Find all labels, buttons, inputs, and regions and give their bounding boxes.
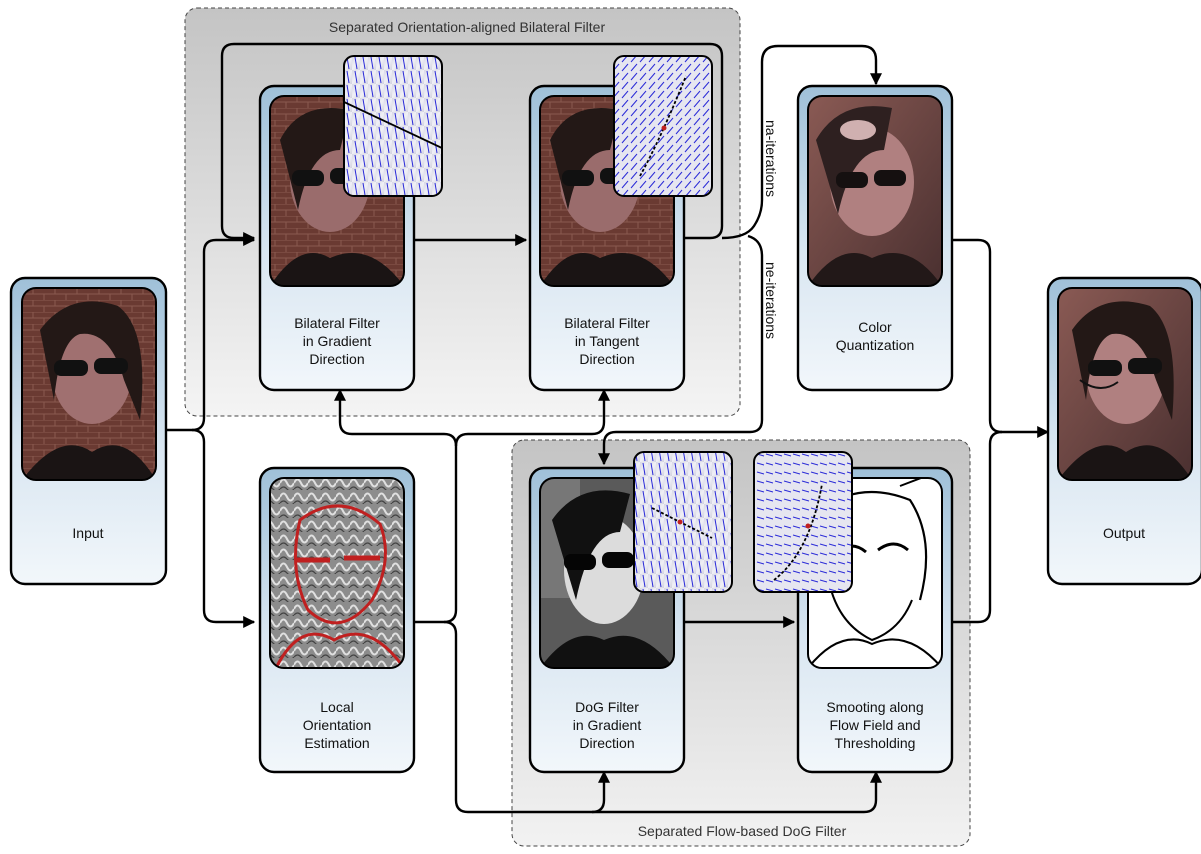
node-color-quant-label-2: Quantization xyxy=(836,337,915,353)
node-color-quantization: Color Quantization xyxy=(796,84,954,392)
node-bf-gradient: Bilateral Filter in Gradient Direction xyxy=(258,55,443,392)
edge-orientation-down xyxy=(443,620,610,814)
node-local-orientation-label-3: Estimation xyxy=(304,735,369,751)
orientation-field-thumbnail xyxy=(270,478,404,668)
node-bf-gradient-label-1: Bilateral Filter xyxy=(294,315,380,331)
flow-field-inset xyxy=(343,55,443,197)
node-bf-tangent-label-2: in Tangent xyxy=(575,333,639,349)
group-dog-title: Separated Flow-based DoG Filter xyxy=(638,823,847,839)
node-local-orientation: Local Orientation Estimation xyxy=(258,466,416,774)
node-input: Input xyxy=(9,276,168,586)
node-dog-gradient-label-2: in Gradient xyxy=(573,717,642,733)
node-local-orientation-label-1: Local xyxy=(320,699,353,715)
cartoon-photo-thumbnail xyxy=(808,96,942,286)
node-smoothing-label-2: Flow Field and xyxy=(829,717,920,733)
edge-orientation-to-smoothing xyxy=(592,770,882,814)
edge-colorquant-to-output xyxy=(952,238,1050,438)
node-output: Output xyxy=(1046,276,1201,586)
portrait-photo-thumbnail xyxy=(22,288,156,480)
group-bilateral-title: Separated Orientation-aligned Bilateral … xyxy=(329,19,606,35)
edge-orientation-up xyxy=(414,388,610,624)
node-dog-gradient: DoG Filter in Gradient Direction xyxy=(528,451,733,774)
edge-input-to-orientation xyxy=(191,428,256,628)
edge-input-split xyxy=(166,234,256,432)
edge-bf-feedback-loop xyxy=(220,42,724,244)
flow-field-inset xyxy=(633,451,733,593)
dog-edge-thumbnail xyxy=(540,478,674,668)
node-dog-gradient-label-3: Direction xyxy=(579,735,634,751)
edge-bft-to-dog xyxy=(598,234,764,466)
node-input-label-1: Input xyxy=(72,525,103,541)
node-bf-tangent-label-1: Bilateral Filter xyxy=(564,315,650,331)
edge-bft-to-colorquant xyxy=(721,44,882,240)
node-color-quant-label-1: Color xyxy=(858,319,892,335)
connections xyxy=(166,42,1050,814)
edge-orientation-to-bfg xyxy=(334,388,458,447)
node-bf-tangent: Bilateral Filter in Tangent Direction xyxy=(528,55,713,392)
node-dog-gradient-label-1: DoG Filter xyxy=(575,699,639,715)
node-smoothing-label-3: Thresholding xyxy=(835,735,916,751)
node-smoothing: Smooting along Flow Field and Thresholdi… xyxy=(753,451,954,774)
node-bf-tangent-label-3: Direction xyxy=(579,351,634,367)
label-ne-iterations: ne-iterations xyxy=(763,262,779,339)
node-local-orientation-label-2: Orientation xyxy=(303,717,371,733)
node-output-label-1: Output xyxy=(1103,525,1145,541)
edge-smoothing-to-output xyxy=(952,430,1003,624)
label-na-iterations: na-iterations xyxy=(763,120,779,197)
node-bf-gradient-label-3: Direction xyxy=(309,351,364,367)
node-smoothing-label-1: Smooting along xyxy=(826,699,923,715)
node-bf-gradient-label-2: in Gradient xyxy=(303,333,372,349)
flow-field-inset xyxy=(753,451,853,593)
cartoon-photo-thumbnail xyxy=(1058,288,1192,480)
flow-field-inset xyxy=(613,55,713,197)
